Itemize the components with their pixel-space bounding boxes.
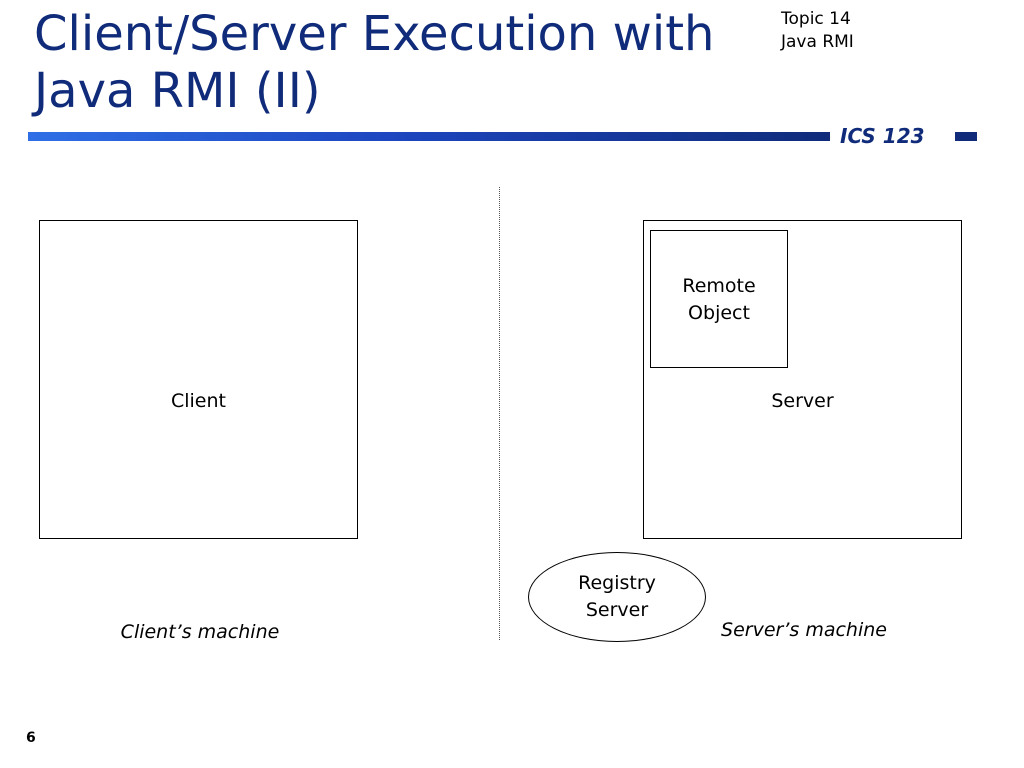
page-number: 6 [26, 730, 36, 746]
topic-number: Topic 14 [781, 9, 851, 29]
header-rule-end [955, 132, 977, 141]
registry-server-label: Registry Server [528, 570, 706, 624]
topic-label: Topic 14 Java RMI [781, 8, 854, 54]
slide-title-line-1: Client/Server Execution with [34, 6, 715, 62]
client-label: Client [39, 388, 358, 415]
remote-object-label-line-2: Object [688, 302, 750, 324]
server-machine-label: Server’s machine [721, 619, 887, 641]
remote-object-box [650, 230, 788, 368]
machine-divider [499, 187, 500, 640]
remote-object-label-line-1: Remote [682, 275, 756, 297]
slide-title: Client/Server Execution with Java RMI (I… [34, 6, 754, 120]
client-label-text: Client [170, 390, 226, 412]
client-box [39, 220, 358, 539]
remote-object-label: Remote Object [650, 273, 788, 327]
registry-server-label-line-1: Registry [578, 572, 656, 594]
slide-title-line-2: Java RMI (II) [34, 63, 321, 119]
registry-server-ellipse [528, 552, 706, 642]
server-label-text: Server [771, 390, 834, 412]
course-label: ICS 123 [840, 124, 925, 148]
server-label: Server [643, 388, 962, 415]
header-rule [28, 132, 830, 141]
registry-server-label-line-2: Server [585, 599, 649, 621]
topic-name: Java RMI [781, 32, 854, 52]
client-machine-label: Client’s machine [120, 621, 280, 643]
